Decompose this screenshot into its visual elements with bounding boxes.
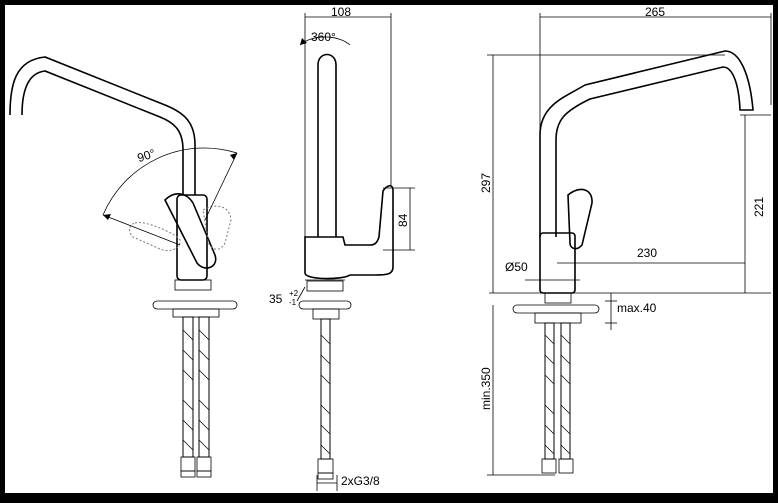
thread-label: 2xG3/8: [341, 474, 380, 488]
diameter-50-label: Ø50: [505, 260, 528, 274]
tilt-sup-label: +2: [289, 289, 299, 298]
front-view-faucet: [9, 56, 238, 478]
technical-drawing: 90° 108 360° 84 35: [9, 5, 772, 491]
width-265-label: 265: [645, 5, 665, 19]
hose-length-label: min.350: [479, 367, 493, 410]
side-view-faucet: [296, 13, 415, 491]
dimensioned-front-view: [487, 13, 772, 476]
angle-90-label: 90°: [136, 146, 158, 165]
height-297-label: 297: [479, 173, 493, 193]
depth-108-label: 108: [331, 5, 351, 19]
tilt-sub-label: -1: [289, 298, 297, 307]
height-84-label: 84: [396, 213, 410, 227]
drawing-area: 90° 108 360° 84 35: [5, 5, 773, 493]
angle-360-label: 360°: [311, 30, 336, 44]
height-221-label: 221: [752, 197, 766, 217]
reach-230-label: 230: [637, 246, 657, 260]
tilt-35-label: 35: [269, 292, 283, 306]
deck-thickness-label: max.40: [617, 301, 657, 315]
